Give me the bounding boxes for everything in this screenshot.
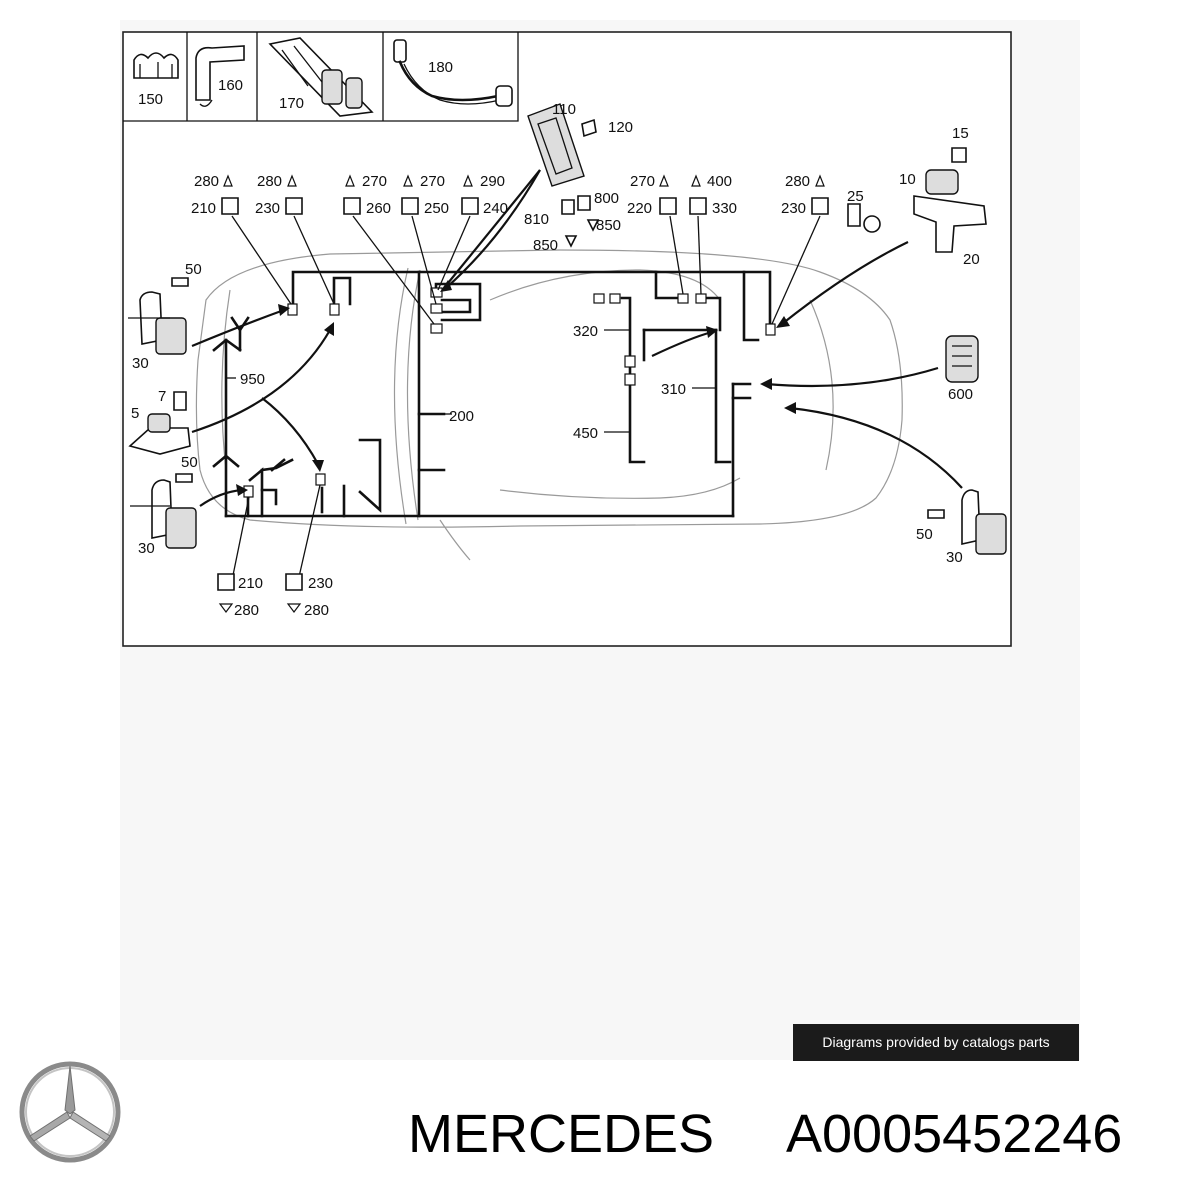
pointer-arrows — [191, 169, 963, 507]
callout-10: 10 — [899, 171, 916, 188]
callout-240: 240 — [483, 200, 508, 217]
callout-260: 260 — [366, 200, 391, 217]
connectors — [243, 287, 776, 498]
clip-150-part — [133, 52, 179, 79]
callout-150: 150 — [138, 91, 163, 108]
callout-30-a: 30 — [132, 355, 149, 372]
diagram-credit-banner: Diagrams provided by catalogs parts — [793, 1024, 1079, 1061]
cable-180-part — [393, 39, 513, 107]
callout-50-c: 50 — [916, 526, 933, 543]
sensors-and-brackets — [128, 103, 1007, 555]
callout-160: 160 — [218, 77, 243, 94]
callout-50-b: 50 — [181, 454, 198, 471]
callout-450: 450 — [573, 425, 598, 442]
callout-850-a: 850 — [596, 217, 621, 234]
callout-950: 950 — [240, 371, 265, 388]
callout-230-b: 230 — [781, 200, 806, 217]
callout-7: 7 — [158, 388, 166, 405]
callout-210-b: 210 — [238, 575, 263, 592]
main-harness-200 — [212, 270, 772, 518]
callout-320: 320 — [573, 323, 598, 340]
callout-30-c: 30 — [946, 549, 963, 566]
callout-600: 600 — [948, 386, 973, 403]
callout-280-c: 280 — [785, 173, 810, 190]
callout-400: 400 — [707, 173, 732, 190]
callout-170: 170 — [279, 95, 304, 112]
callout-230-a: 230 — [255, 200, 280, 217]
part-number: A0005452246 — [786, 1104, 1123, 1164]
callout-800: 800 — [594, 190, 619, 207]
brand-name: MERCEDES — [408, 1104, 715, 1164]
bracket-160-part — [195, 45, 245, 107]
callout-290: 290 — [480, 173, 505, 190]
callout-270-c: 270 — [630, 173, 655, 190]
callout-280-b: 280 — [257, 173, 282, 190]
callout-220: 220 — [627, 200, 652, 217]
callout-210-a: 210 — [191, 200, 216, 217]
callout-310: 310 — [661, 381, 686, 398]
callout-330: 330 — [712, 200, 737, 217]
callout-120: 120 — [608, 119, 633, 136]
callout-180: 180 — [428, 59, 453, 76]
holder-170-part — [268, 37, 374, 117]
callout-280-e: 280 — [304, 602, 329, 619]
callout-20: 20 — [963, 251, 980, 268]
callout-15: 15 — [952, 125, 969, 142]
callout-270-b: 270 — [420, 173, 445, 190]
callout-250: 250 — [424, 200, 449, 217]
callout-50-a: 50 — [185, 261, 202, 278]
inset-panel — [123, 32, 519, 122]
callout-labels: 150 160 170 180 110 120 800 810 850 850 … — [131, 59, 980, 619]
callout-25: 25 — [847, 188, 864, 205]
callout-270-a: 270 — [362, 173, 387, 190]
callout-280-a: 280 — [194, 173, 219, 190]
callout-110: 110 — [552, 101, 576, 118]
mercedes-star-logo-icon — [19, 1061, 121, 1163]
callout-200: 200 — [449, 408, 474, 425]
callout-280-d: 280 — [234, 602, 259, 619]
callout-230-c: 230 — [308, 575, 333, 592]
callout-5: 5 — [131, 405, 139, 422]
callout-810: 810 — [524, 211, 549, 228]
callout-850-b: 850 — [533, 237, 558, 254]
connector-symbols — [217, 174, 829, 613]
callout-30-b: 30 — [138, 540, 155, 557]
